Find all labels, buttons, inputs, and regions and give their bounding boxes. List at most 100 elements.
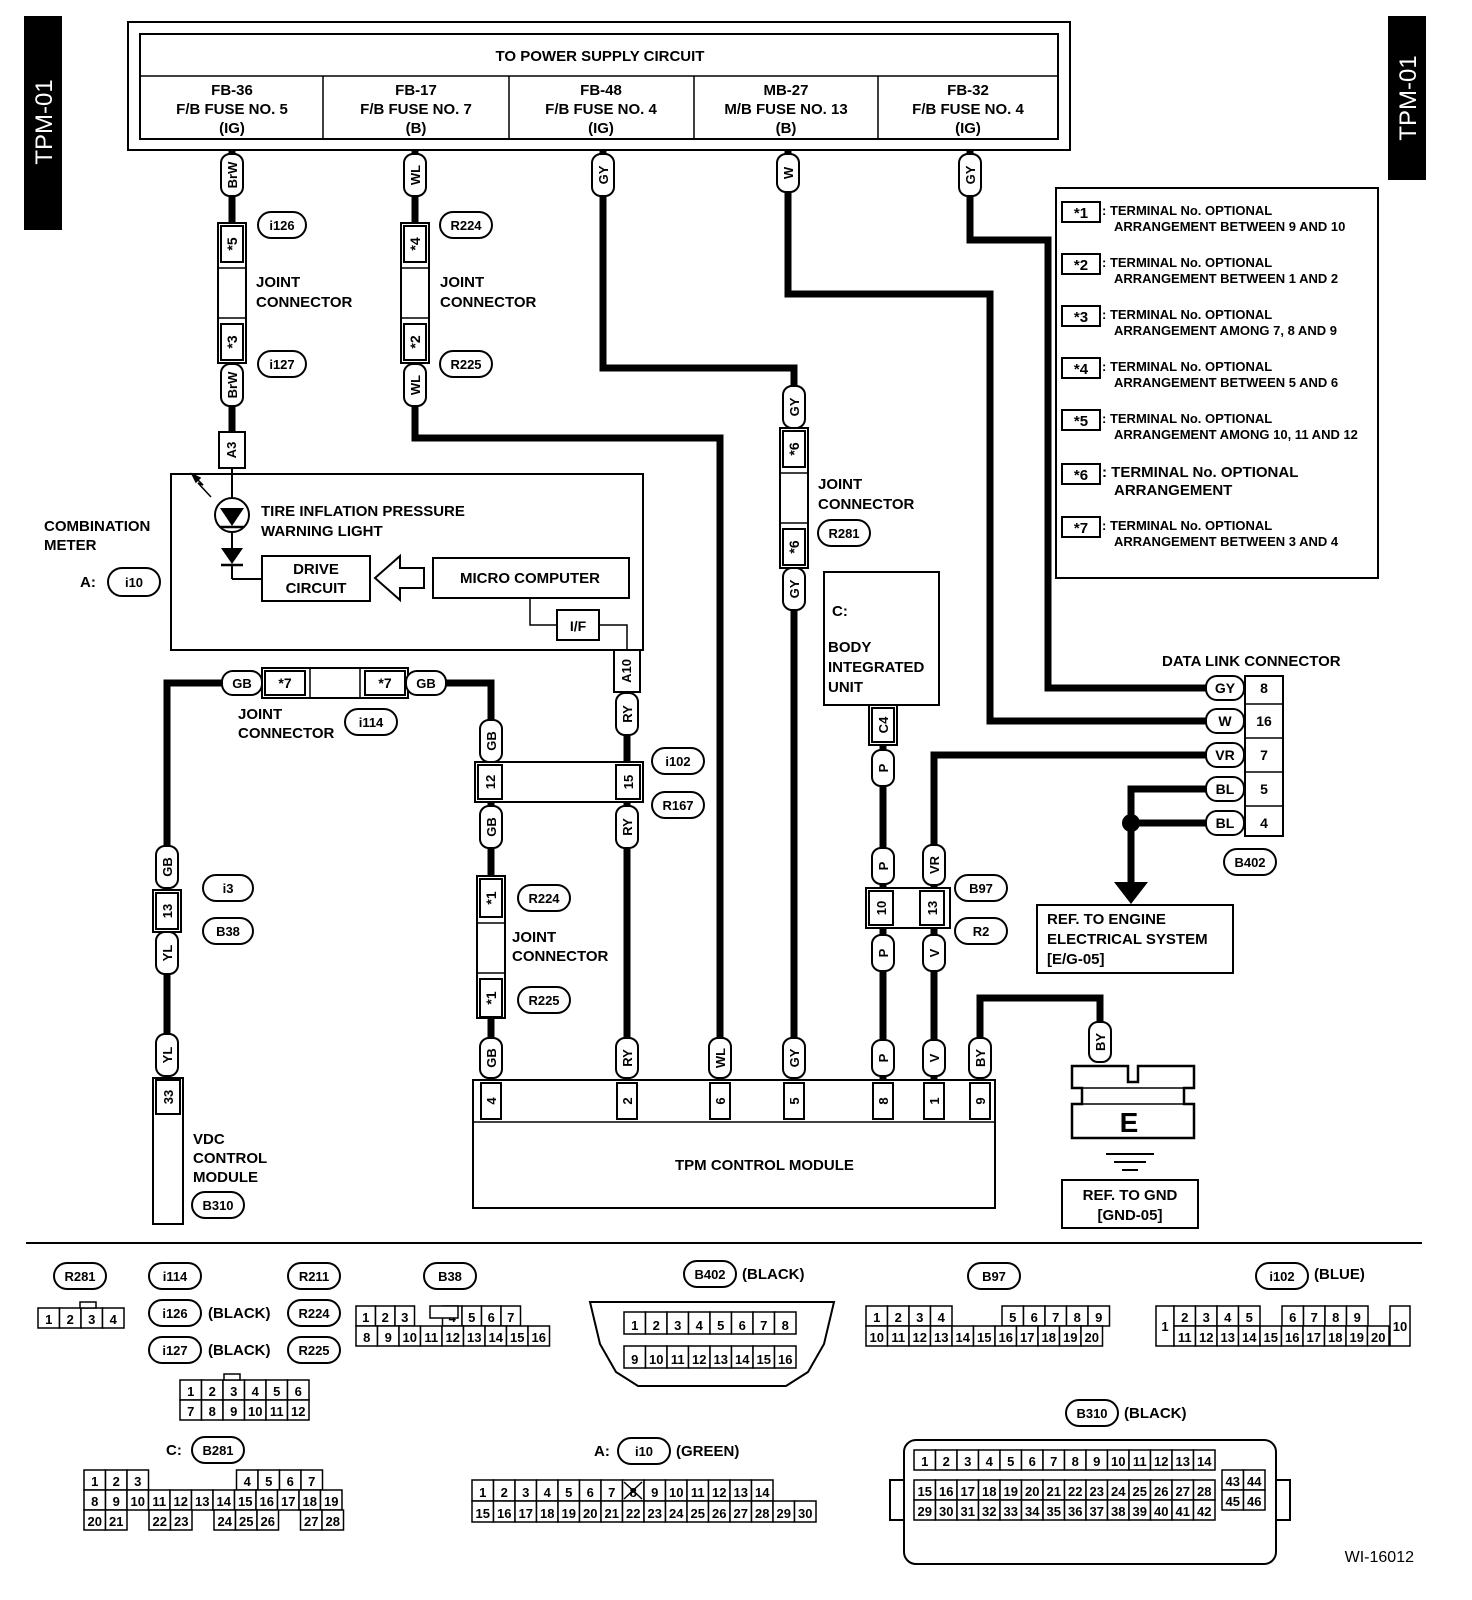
legend-line: ARRANGEMENT BETWEEN 9 AND 10 bbox=[1114, 219, 1345, 234]
pin-number: 3 bbox=[674, 1318, 681, 1333]
pin-number: 11 bbox=[424, 1330, 438, 1345]
pin-number: 26 bbox=[712, 1506, 726, 1521]
pin-number: 6 bbox=[488, 1310, 495, 1325]
svg-text:B38: B38 bbox=[438, 1269, 462, 1284]
ground-symbol: E REF. TO GND [GND-05] bbox=[1061, 1064, 1199, 1229]
pin-badge-i10: i10 bbox=[617, 1437, 671, 1465]
pin-number: 14 bbox=[755, 1485, 770, 1500]
svg-text:A10: A10 bbox=[619, 659, 634, 683]
pin-number: 10 bbox=[649, 1352, 663, 1367]
pin-number: 3 bbox=[522, 1485, 529, 1500]
svg-text:TPM CONTROL MODULE: TPM CONTROL MODULE bbox=[675, 1157, 854, 1174]
svg-text:DATA LINK CONNECTOR: DATA LINK CONNECTOR bbox=[1162, 653, 1341, 670]
legend-line: : TERMINAL No. OPTIONAL bbox=[1102, 255, 1272, 270]
svg-text:WL: WL bbox=[713, 1048, 728, 1068]
svg-text:WARNING LIGHT: WARNING LIGHT bbox=[261, 523, 383, 540]
pin-number: 7 bbox=[1311, 1310, 1318, 1325]
fuse-fb32: FB-32 F/B FUSE NO. 4 (IG) bbox=[912, 82, 1024, 137]
pin-number: 2 bbox=[382, 1310, 389, 1325]
svg-text:CIRCUIT: CIRCUIT bbox=[286, 580, 347, 597]
pin-number: 23 bbox=[648, 1506, 662, 1521]
pin-number: 45 bbox=[1226, 1494, 1240, 1509]
tag-wl-2: WL bbox=[708, 1037, 732, 1079]
tag-gy-mid2: GY bbox=[782, 567, 806, 611]
svg-text:(IG): (IG) bbox=[588, 120, 614, 137]
legend-marker bbox=[1061, 253, 1101, 275]
dlc-pin: 16 bbox=[1256, 713, 1272, 729]
pin-number: 1 bbox=[45, 1312, 52, 1327]
svg-text:i126: i126 bbox=[269, 218, 294, 233]
pin-number: 17 bbox=[519, 1506, 533, 1521]
pin-number: 12 bbox=[692, 1352, 706, 1367]
svg-text:E: E bbox=[1120, 1107, 1139, 1138]
pin-number: 9 bbox=[230, 1404, 237, 1419]
tag-brw-mid: BrW bbox=[220, 363, 244, 407]
connector-b97-r2: 10 13 bbox=[865, 887, 951, 929]
pin-number: 6 bbox=[739, 1318, 746, 1333]
svg-text:TPM-01: TPM-01 bbox=[31, 79, 58, 164]
pin-number: 11 bbox=[270, 1404, 284, 1419]
svg-text:*5: *5 bbox=[224, 237, 240, 250]
svg-text:F/B FUSE NO. 7: F/B FUSE NO. 7 bbox=[360, 101, 472, 118]
pin-number: 35 bbox=[1047, 1504, 1061, 1519]
pin-number: 25 bbox=[239, 1514, 253, 1529]
legend-line: ARRANGEMENT BETWEEN 1 AND 2 bbox=[1114, 271, 1338, 286]
svg-text:WL: WL bbox=[408, 165, 423, 185]
legend-line: ARRANGEMENT bbox=[1114, 482, 1232, 499]
pin-number: 12 bbox=[712, 1485, 726, 1500]
svg-text:B402: B402 bbox=[694, 1267, 725, 1282]
tag-gb-3: GB bbox=[155, 845, 179, 889]
pin-number: 31 bbox=[961, 1504, 975, 1519]
svg-text:JOINT: JOINT bbox=[256, 274, 300, 291]
pin-badge-b97: B97 bbox=[967, 1262, 1021, 1290]
svg-text:F/B FUSE NO. 5: F/B FUSE NO. 5 bbox=[176, 101, 288, 118]
pin-number: 16 bbox=[497, 1506, 511, 1521]
tpm-pin-cell bbox=[616, 1082, 638, 1120]
pin-number: 4 bbox=[244, 1474, 252, 1489]
dlc-wire-tag bbox=[1205, 776, 1245, 802]
svg-text:(IG): (IG) bbox=[219, 120, 245, 137]
pin-number: 13 bbox=[1221, 1330, 1235, 1345]
side-tag-right: TPM-01 bbox=[1388, 16, 1426, 180]
tpm-pin: 6 bbox=[713, 1097, 728, 1104]
pin-number: 14 bbox=[489, 1330, 504, 1345]
svg-text:VDC: VDC bbox=[193, 1131, 225, 1148]
pin-number: 7 bbox=[1050, 1454, 1057, 1469]
svg-text:P: P bbox=[876, 861, 891, 870]
pin-badge-b281: B281 bbox=[191, 1436, 245, 1464]
svg-text:R2: R2 bbox=[973, 924, 990, 939]
legend-marker bbox=[1061, 201, 1101, 223]
svg-text:CONNECTOR: CONNECTOR bbox=[238, 725, 335, 742]
svg-text:DRIVE: DRIVE bbox=[293, 561, 339, 578]
badge-i10: i10 bbox=[107, 567, 161, 597]
svg-text:W: W bbox=[781, 166, 796, 179]
svg-text:JOINT: JOINT bbox=[818, 476, 862, 493]
legend-mark: *6 bbox=[1074, 467, 1088, 484]
pin-number: 29 bbox=[777, 1506, 791, 1521]
svg-text:VR: VR bbox=[927, 855, 942, 874]
pin-number: 1 bbox=[362, 1310, 369, 1325]
pin-number: 5 bbox=[1009, 1310, 1016, 1325]
pin-number: 4 bbox=[252, 1384, 260, 1399]
svg-text:WL: WL bbox=[408, 375, 423, 395]
svg-text:MODULE: MODULE bbox=[193, 1169, 258, 1186]
pin-cell bbox=[1080, 1325, 1104, 1347]
pin-number: 34 bbox=[1025, 1504, 1040, 1519]
pin-number: 9 bbox=[1354, 1310, 1361, 1325]
badge-r167: R167 bbox=[651, 791, 705, 819]
pin-number: 4 bbox=[696, 1318, 704, 1333]
svg-text:JOINT: JOINT bbox=[512, 929, 556, 946]
pin-number: 4 bbox=[1224, 1310, 1232, 1325]
badge-r281: R281 bbox=[817, 519, 871, 547]
pin-number: 26 bbox=[1154, 1484, 1168, 1499]
svg-text:GY: GY bbox=[596, 165, 611, 184]
dlc-wire-color: BL bbox=[1216, 781, 1235, 797]
pin-number: 14 bbox=[1197, 1454, 1212, 1469]
svg-text:RY: RY bbox=[620, 705, 635, 723]
b402-housing bbox=[588, 1301, 836, 1387]
svg-text:*4: *4 bbox=[407, 237, 423, 250]
svg-text:UNIT: UNIT bbox=[828, 679, 863, 696]
svg-text:GB: GB bbox=[416, 676, 436, 691]
